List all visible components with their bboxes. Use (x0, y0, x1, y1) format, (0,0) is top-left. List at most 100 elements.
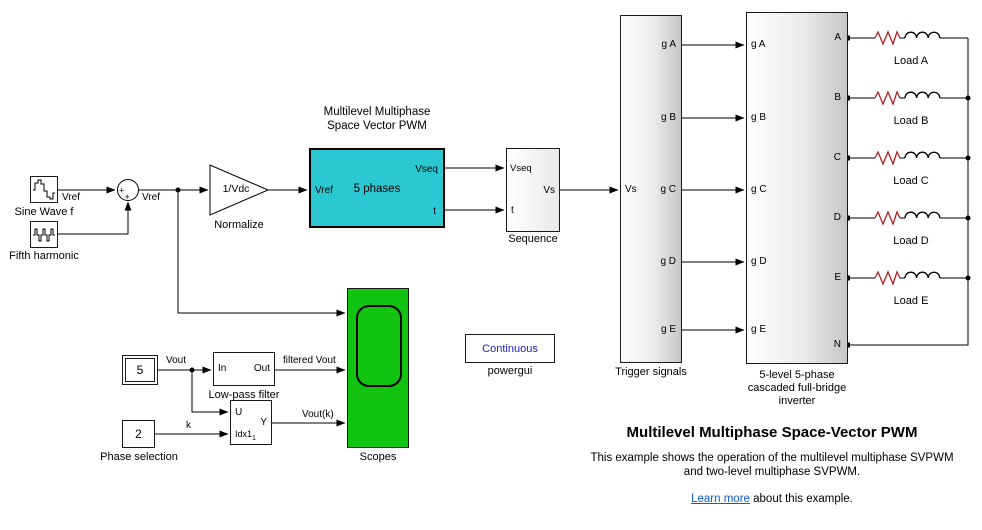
phase-selection-caption: Phase selection (100, 451, 178, 463)
wire-vref-branch-to-scope[interactable] (177, 190, 346, 317)
inverter-caption-line2: cascaded full-bridge (747, 382, 847, 394)
sequence-caption: Sequence (508, 233, 558, 245)
sum-block[interactable] (117, 179, 139, 201)
inverter-caption-line1: 5-level 5-phase (759, 369, 835, 381)
inductor-icon (904, 31, 941, 39)
load-b-label: Load B (893, 115, 929, 127)
learn-more-link[interactable]: Learn more (691, 493, 750, 505)
inverter-caption-line3: inverter (778, 395, 816, 407)
powergui-block[interactable]: Continuous (465, 334, 555, 363)
powergui-mode-text: Continuous (482, 342, 538, 355)
inverter-port-C: C (833, 152, 841, 163)
trigger-signals-caption: Trigger signals (615, 366, 687, 378)
sum-plus-left: + (119, 186, 124, 196)
inductor-icon (904, 271, 941, 279)
inductor-icon (904, 151, 941, 159)
normalize-gain-block[interactable] (209, 164, 270, 216)
inverter-block[interactable]: g A g B g C g D g E A B C D E N (746, 12, 848, 364)
low-pass-filter-caption: Low-pass filter (208, 389, 280, 401)
resistor-icon (874, 210, 901, 226)
inverter-port-gB: g B (751, 112, 767, 123)
junction-dot (175, 187, 181, 193)
svpwm-title-line1: Multilevel Multiphase (323, 106, 431, 118)
inverter-port-gA: g A (751, 39, 766, 50)
selector-port-u: U (235, 407, 243, 418)
resistor-icon (874, 150, 901, 166)
trigger-port-gB: g B (660, 112, 676, 123)
resistor-icon (874, 270, 901, 286)
sequence-port-vs: Vs (543, 185, 555, 196)
wire-harmonic-to-sum[interactable] (58, 201, 132, 235)
note-link-line: Learn more about this example. (560, 493, 982, 505)
inductor-icon (904, 211, 941, 219)
constant-two-block[interactable]: 2 (122, 420, 155, 448)
fifth-harmonic-icon (33, 228, 55, 242)
sum-plus-bottom: + (125, 192, 130, 202)
trigger-port-gE: g E (660, 324, 676, 335)
svpwm-port-vref: Vref (315, 185, 333, 196)
constant-five-inner-frame (125, 358, 155, 382)
lpf-port-out: Out (253, 363, 270, 374)
low-pass-filter-block[interactable]: In Out (213, 352, 275, 386)
load-c-label: Load C (893, 175, 929, 187)
signal-label-filtered-vout[interactable]: filtered Vout (283, 355, 336, 366)
resistor-icon (874, 90, 901, 106)
fifth-harmonic-block[interactable] (30, 221, 58, 248)
signal-label-k[interactable]: k (186, 420, 191, 431)
signal-label-vref-2[interactable]: Vref (142, 192, 160, 203)
inverter-port-gE: g E (751, 324, 767, 335)
inverter-port-B: B (834, 92, 841, 103)
inverter-port-E: E (834, 272, 841, 283)
description-note: Multilevel Multiphase Space-Vector PWM T… (560, 424, 982, 505)
load-e-label: Load E (893, 295, 929, 307)
inverter-port-A: A (834, 32, 841, 43)
svpwm-block[interactable]: Vref 5 phases Vseq t (309, 148, 445, 228)
signal-label-vout[interactable]: Vout (166, 355, 187, 366)
load-C-branch[interactable] (848, 150, 968, 166)
note-link-suffix: about this example. (749, 493, 853, 505)
signal-label-vref-1[interactable]: Vref (62, 192, 80, 203)
scopes-block[interactable] (347, 288, 409, 448)
constant-five-value: 5 (136, 363, 144, 377)
trigger-port-gD: g D (660, 256, 676, 267)
selector-port-idx: Idx11 (235, 429, 256, 442)
selector-block[interactable]: U Idx11 Y (230, 400, 272, 445)
inductor-icon (904, 91, 941, 99)
normalize-gain-text: 1/Vdc (222, 183, 250, 195)
svpwm-port-t: t (433, 206, 436, 217)
load-B-branch[interactable] (848, 90, 968, 106)
scope-screen-icon (356, 305, 402, 387)
svpwm-content-text: 5 phases (353, 183, 401, 195)
sequence-port-t: t (511, 205, 514, 216)
load-A-branch[interactable] (848, 30, 968, 46)
trigger-port-gA: g A (661, 39, 676, 50)
load-a-label: Load A (893, 55, 929, 67)
constant-five-block[interactable]: 5 (122, 355, 158, 385)
sine-wave-block[interactable] (30, 176, 58, 203)
load-D-branch[interactable] (848, 210, 968, 226)
note-body-line1: This example shows the operation of the … (590, 452, 954, 464)
svpwm-port-vseq: Vseq (415, 164, 438, 175)
svpwm-title-line2: Space Vector PWM (327, 120, 427, 132)
wire-vout-branch-to-selector[interactable] (191, 370, 229, 416)
normalize-caption: Normalize (214, 219, 264, 231)
junction-dot (189, 367, 195, 373)
inverter-port-gD: g D (751, 256, 767, 267)
sine-wave-caption: Sine Wave f (14, 206, 74, 218)
signal-label-vout-k[interactable]: Vout(k) (302, 409, 334, 420)
fifth-harmonic-caption: Fifth harmonic (9, 250, 79, 262)
constant-two-value: 2 (135, 427, 142, 441)
sequence-port-vseq: Vseq (510, 163, 532, 174)
selector-port-y: Y (260, 417, 267, 428)
sequence-block[interactable]: Vseq t Vs (506, 148, 560, 232)
wire-neutral-bus[interactable] (850, 38, 969, 346)
inverter-port-gC: g C (751, 184, 767, 195)
trigger-port-gC: g C (660, 184, 676, 195)
load-E-branch[interactable] (848, 270, 968, 286)
trigger-signals-block[interactable]: Vs g A g B g C g D g E (620, 15, 682, 363)
load-d-label: Load D (893, 235, 929, 247)
scopes-caption: Scopes (359, 451, 397, 463)
note-title: Multilevel Multiphase Space-Vector PWM (626, 424, 918, 441)
